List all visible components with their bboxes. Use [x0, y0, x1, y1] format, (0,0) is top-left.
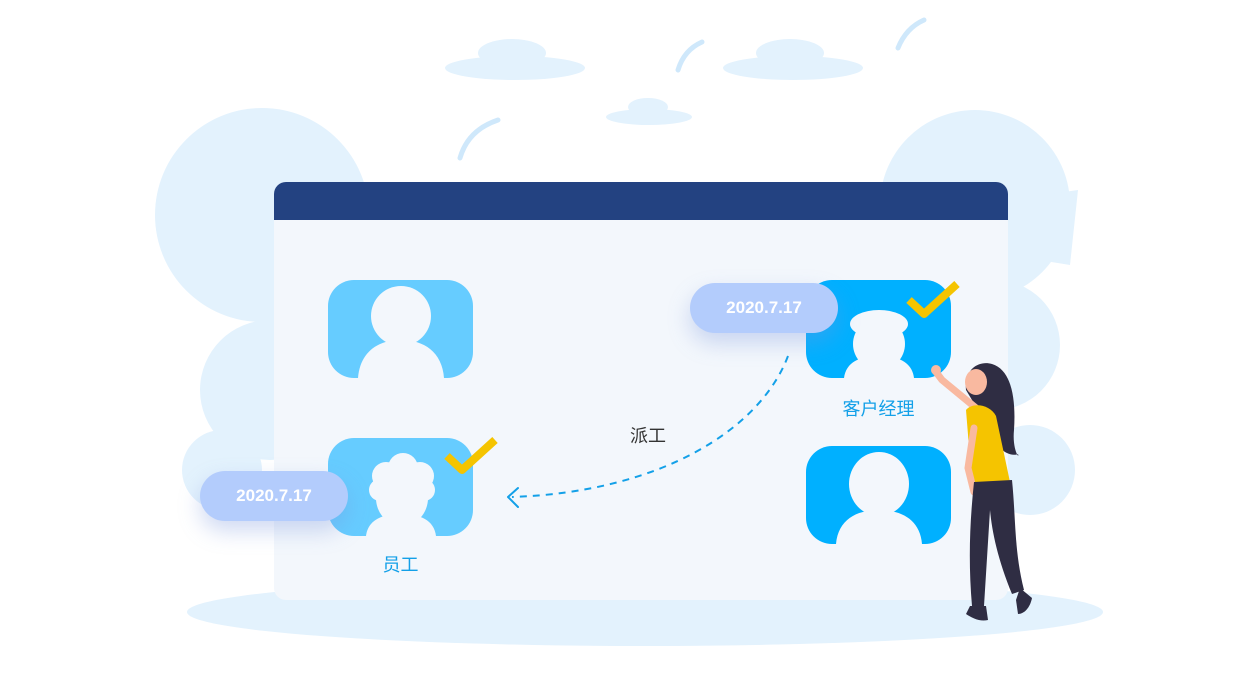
person-avatar-icon: [836, 452, 922, 544]
manager-label: 客户经理: [842, 399, 915, 420]
manager-date-badge: 2020.7.17: [690, 283, 838, 333]
manager-avatar-icon: [844, 310, 914, 378]
employee-avatar-icon: [366, 453, 436, 536]
arrow-head-icon: [507, 487, 519, 508]
bird-icon: [895, 17, 927, 51]
avatar-card-top-left[interactable]: [328, 280, 473, 378]
person-avatar-icon: [358, 286, 444, 378]
employee-date-badge: 2020.7.17: [200, 471, 348, 521]
check-icon: [906, 281, 960, 318]
bird-icon: [457, 117, 501, 161]
employee-label: 员工: [382, 555, 419, 576]
avatar-card-bottom-right[interactable]: [806, 446, 951, 544]
employee-avatar-card[interactable]: [328, 438, 473, 536]
window-titlebar: [274, 182, 1008, 220]
check-icon: [444, 437, 498, 474]
dispatch-label: 派工: [630, 426, 666, 447]
cloud-icon: [445, 39, 585, 80]
bird-icon: [675, 39, 705, 73]
cloud-icon: [606, 98, 692, 125]
woman-pointing-illustration: [931, 363, 1032, 621]
cloud-icon: [723, 39, 863, 80]
